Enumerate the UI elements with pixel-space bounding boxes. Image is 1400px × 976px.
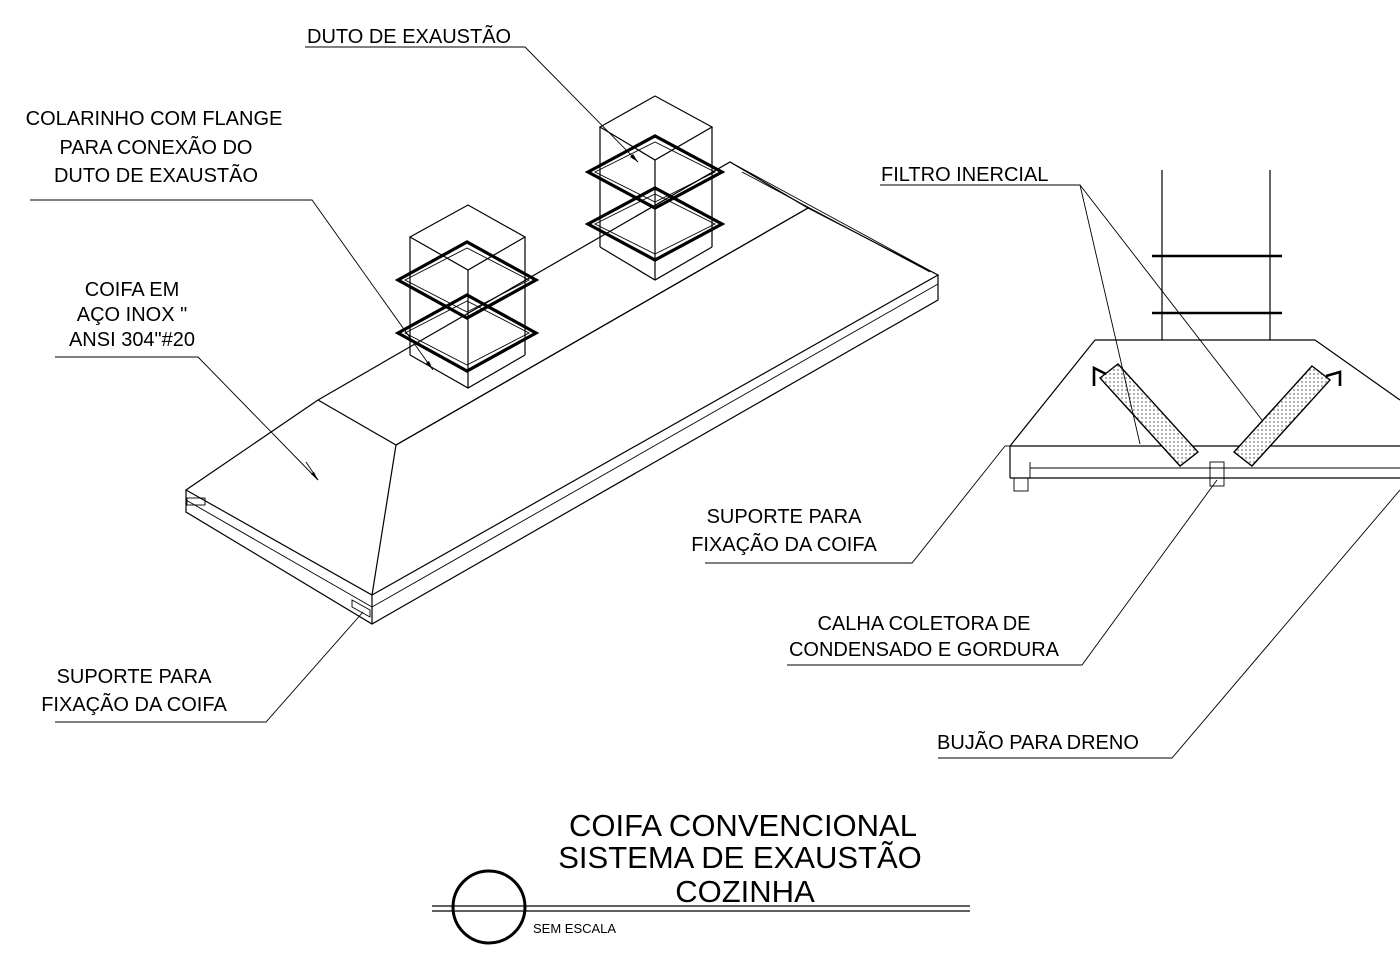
label-suporte-left-2: FIXAÇÃO DA COIFA [41,692,227,716]
title-line-1: COIFA CONVENCIONAL [569,808,917,843]
inertial-filter-right [1232,365,1342,467]
title-line-3: COZINHA [675,874,815,909]
label-colarinho-3: DUTO DE EXAUSTÃO [54,163,258,187]
support-bracket-left [186,497,371,618]
isometric-hood [184,161,940,625]
hood-base-band [185,275,939,625]
scale-note: SEM ESCALA [533,921,616,936]
label-colarinho-2: PARA CONEXÃO DO [59,135,252,159]
exhaust-duct-right [584,95,726,281]
inertial-filter-left [1092,363,1200,467]
label-coifa-1: COIFA EM [85,279,179,301]
hood-top-ridge [316,161,810,446]
title-circle [451,869,527,945]
leader-lines [30,46,1400,759]
title-line-2: SISTEMA DE EXAUSTÃO [558,840,921,875]
label-filtro: FILTRO INERCIAL [881,164,1048,186]
label-coifa-3: ANSI 304"#20 [69,329,195,351]
title-block: COIFA CONVENCIONAL SISTEMA DE EXAUSTÃO C… [432,808,970,945]
label-bujao: BUJÃO PARA DRENO [937,730,1139,754]
hood-left-slope [184,399,397,596]
exhaust-duct-left [394,204,540,389]
label-calha-2: CONDENSADO E GORDURA [789,639,1060,661]
label-suporte-right-2: FIXAÇÃO DA COIFA [691,532,877,556]
label-calha-1: CALHA COLETORA DE [817,613,1030,635]
label-colarinho-1: COLARINHO COM FLANGE [26,108,283,130]
section-hood [1005,170,1400,492]
label-duto: DUTO DE EXAUSTÃO [307,24,511,48]
label-suporte-right-1: SUPORTE PARA [707,506,863,528]
label-suporte-left-1: SUPORTE PARA [57,666,213,688]
label-coifa-2: AÇO INOX " [77,304,187,326]
